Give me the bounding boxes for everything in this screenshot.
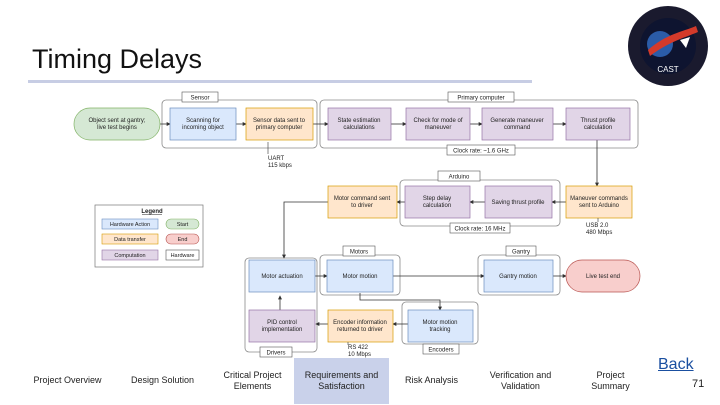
node-generate <box>481 107 554 141</box>
legend-data-transfer-text: Data transfer <box>114 237 146 243</box>
label-arduino: Arduino <box>449 175 470 181</box>
node-step-delay <box>404 185 471 219</box>
node-maneuver-sent <box>565 185 633 219</box>
node-thrust-profile <box>565 107 631 141</box>
label-drivers: Drivers <box>267 351 286 357</box>
node-pid-control <box>248 309 316 343</box>
legend-data-transfer <box>101 233 159 245</box>
node-saving-thrust <box>484 185 553 219</box>
legend-computation-text: Computation <box>114 253 145 259</box>
edge-motion-tracking <box>359 293 442 311</box>
logo-stripe <box>648 26 698 56</box>
page-title: Timing Delays <box>32 44 203 74</box>
nav-verification-validation[interactable]: Verification and Validation <box>489 369 552 391</box>
node-gantry-motion-text: Gantry motion <box>499 274 537 280</box>
legend-computation <box>101 249 159 261</box>
node-live-test-end <box>565 259 641 293</box>
node-state-est <box>327 107 392 141</box>
legend-end-text: End <box>178 237 188 243</box>
node-object-sent <box>73 107 161 141</box>
node-object-sent-text: Object sent at gantry;live test begins <box>88 118 145 131</box>
node-motor-actuation <box>248 259 316 293</box>
node-saving-thrust-text: Saving thrust profile <box>491 200 545 206</box>
nav-risk-analysis[interactable]: Risk Analysis <box>404 375 458 386</box>
node-motor-motion <box>326 259 394 293</box>
annot-clock-arduino: Clock rate: 16 MHz <box>454 227 505 233</box>
label-primary: Primary computer <box>457 96 504 102</box>
logo-center-text: CAST <box>657 65 678 74</box>
label-encoders: Encoders <box>428 348 453 354</box>
cast-logo: CAST <box>628 6 708 86</box>
node-gantry-motion <box>483 259 554 293</box>
node-scanning <box>169 107 237 141</box>
node-check-mode <box>405 107 471 141</box>
legend-start-text: Start <box>177 222 189 228</box>
nav-design-solution[interactable]: Design Solution <box>130 375 195 386</box>
node-motor-tracking <box>407 309 474 343</box>
legend-hardware-action-text: Hardware Action <box>110 222 150 228</box>
legend-hardware <box>165 249 200 261</box>
node-motor-cmd <box>327 185 398 219</box>
nav-requirements-satisfaction[interactable]: Requirements and Satisfaction <box>294 358 389 404</box>
title-underline <box>28 80 532 83</box>
node-live-test-end-text: Live test end <box>586 274 620 280</box>
label-sensor: Sensor <box>190 96 209 102</box>
bottom-nav: Project Overview Design Solution Critica… <box>0 358 660 404</box>
legend-hardware-action <box>101 218 159 230</box>
node-sensor-data <box>245 107 314 141</box>
node-motor-motion-text: Motor motion <box>342 274 377 280</box>
legend-title: Legend <box>141 209 163 215</box>
legend-end <box>165 233 200 245</box>
node-motor-actuation-text: Motor actuation <box>261 274 302 280</box>
nav-critical-project-elements[interactable]: Critical Project Elements <box>223 369 282 391</box>
logo-satellite <box>680 37 690 48</box>
annot-clock-primary: Clock rate: ~1.6 GHz <box>453 149 509 155</box>
nav-project-summary[interactable]: Project Summary <box>591 369 630 391</box>
node-encoder-info <box>327 309 394 343</box>
legend-start <box>165 218 200 230</box>
label-motors: Motors <box>350 250 368 256</box>
nav-project-overview[interactable]: Project Overview <box>33 375 102 386</box>
back-link[interactable]: Back <box>658 356 694 373</box>
label-gantry: Gantry <box>512 250 530 256</box>
legend-hardware-text: Hardware <box>171 253 195 259</box>
page-number: 71 <box>692 378 705 390</box>
edge-motorcmd-actuation <box>282 201 328 259</box>
